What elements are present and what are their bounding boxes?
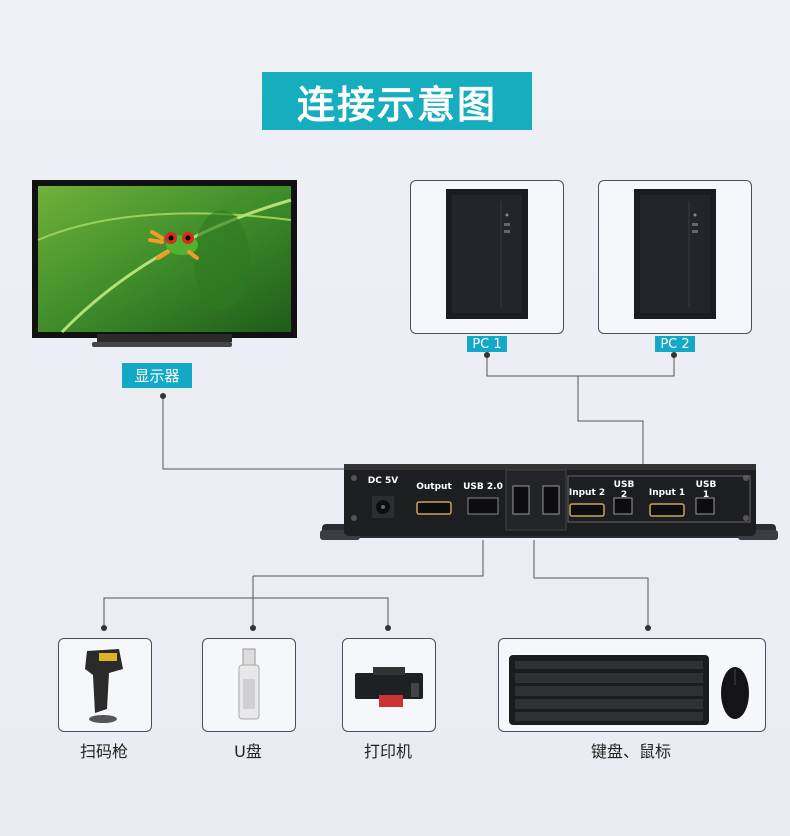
monitor-image [32,180,297,347]
usb-drive-icon [238,648,260,720]
pc-tower-icon [446,189,528,319]
kvm-switch: DC 5V Output USB 2.0 Input 2 USB 2 Input… [320,458,778,544]
keyboard-mouse-box [498,638,766,732]
monitor-label: 显示器 [122,363,192,388]
usb-drive-box [202,638,296,732]
scanner-box [58,638,152,732]
pc2-box [598,180,752,334]
usb2-port-label: USB 2 [613,480,635,500]
input2-port-label: Input 2 [568,488,606,498]
page-title: 连接示意图 [262,72,532,130]
barcode-scanner-icon [85,649,123,723]
printer-label: 打印机 [363,742,412,761]
usb1-port-label: USB 1 [695,480,717,500]
scanner-label: 扫码枪 [79,742,128,761]
usb20-port-label: USB 2.0 [463,482,503,492]
input1-port-label: Input 1 [648,488,686,498]
dc-port-label: DC 5V [367,476,399,486]
pc1-label: PC 1 [467,336,507,352]
keyboard-mouse-label: 键盘、鼠标 [590,742,671,761]
usb-drive-label: U盘 [234,742,262,761]
pc1-box [410,180,564,334]
output-port-label: Output [416,482,452,492]
pc2-label: PC 2 [655,336,695,352]
printer-icon [355,667,423,707]
keyboard-mouse-icon [509,655,749,725]
pc-tower-icon [634,189,716,319]
printer-box [342,638,436,732]
